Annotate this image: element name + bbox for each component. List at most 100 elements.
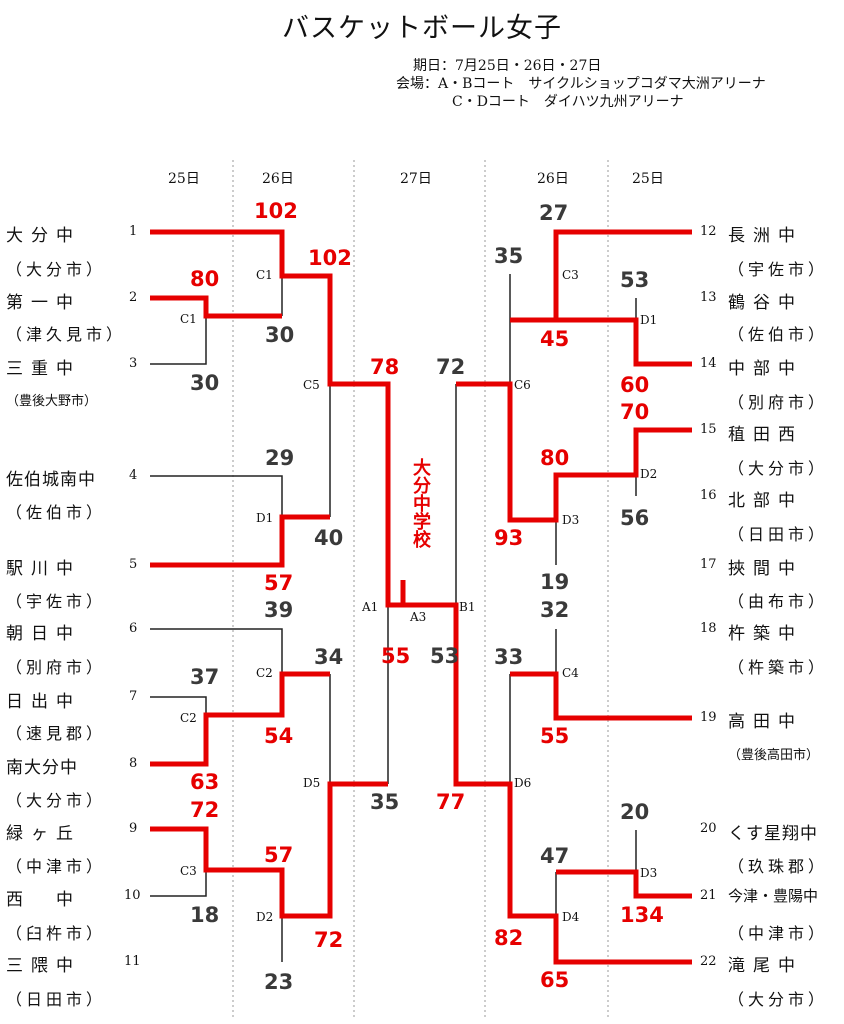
team-name-15: 稙田西 [728, 425, 803, 445]
score-c5: 78 [370, 355, 400, 379]
team-name-8: 南大分中 [6, 758, 78, 778]
seed-17: 17 [700, 557, 717, 572]
team-name-18: 杵築中 [728, 624, 803, 644]
team-city-16: （日田市） [728, 525, 829, 544]
score-team-2: 80 [190, 267, 220, 291]
score-team-9: 72 [190, 798, 220, 822]
team-name-10: 西 中 [6, 890, 81, 910]
seed-20: 20 [700, 821, 717, 836]
team-name-21: 今津・豊陽中 [728, 887, 819, 905]
info-venue: 会場：A・Bコート サイクルショップコダマ大洲アリーナ [396, 76, 766, 92]
team-name-14: 中部中 [728, 359, 803, 379]
match-label-c5: C5 [303, 378, 320, 392]
info-dates: 期日：7月25日・26日・27日 [413, 58, 602, 74]
score-d1: 40 [314, 526, 344, 550]
match-label-d5: D5 [303, 776, 321, 790]
seed-5: 5 [129, 557, 138, 572]
score-r-c3-loser: 35 [494, 244, 524, 268]
match-label-r-d4: D4 [562, 910, 580, 924]
seed-3: 3 [129, 356, 138, 371]
match-label-r-d3-first: D3 [640, 866, 658, 880]
seed-4: 4 [129, 468, 138, 483]
seed-18: 18 [700, 621, 717, 636]
team-name-1: 大分中 [6, 226, 81, 246]
score-c3: 57 [264, 843, 294, 867]
score-team-12: 27 [539, 201, 569, 225]
score-team-16: 56 [620, 506, 650, 530]
match-label-c3: C3 [180, 864, 197, 878]
team-city-14: （別府市） [728, 393, 829, 412]
team-name-12: 長洲中 [728, 226, 803, 246]
team-city-12: （宇佐市） [728, 260, 829, 279]
score-c6: 72 [436, 355, 466, 379]
team-name-19: 高田中 [728, 712, 803, 732]
day-header-right-25: 25日 [632, 171, 664, 187]
champion-label: 大分中学校 [410, 458, 431, 548]
seed-16: 16 [700, 488, 717, 503]
team-name-22: 滝尾中 [728, 956, 803, 976]
info-venue-2: C・Dコート ダイハツ九州アリーナ [452, 94, 684, 110]
seed-7: 7 [129, 689, 138, 704]
match-label-d2: D2 [256, 910, 274, 924]
day-header-left-26: 26日 [262, 171, 294, 187]
score-team-19: 55 [540, 724, 570, 748]
score-team-21: 134 [620, 903, 664, 927]
team-name-3: 三重中 [6, 359, 81, 379]
match-label-a3: A3 [410, 610, 427, 624]
team-name-4: 佐伯城南中 [6, 470, 96, 490]
team-city-4: （佐伯市） [6, 503, 107, 522]
score-r-d3: 93 [494, 526, 524, 550]
score-b1: 53 [430, 644, 460, 668]
seed-15: 15 [700, 422, 717, 437]
match-label-r-d1: D1 [640, 313, 658, 327]
seed-12: 12 [700, 224, 717, 239]
score-r-d4: 82 [494, 926, 524, 950]
seed-11: 11 [124, 954, 141, 969]
loser-paths [150, 232, 637, 962]
score-c2-loser: 34 [314, 645, 344, 669]
score-c4: 33 [494, 645, 524, 669]
team-city-20: （玖珠郡） [728, 857, 829, 876]
team-name-11: 三隈中 [6, 956, 81, 976]
score-team-3: 30 [190, 371, 220, 395]
match-label-c1: C1 [256, 268, 273, 282]
team-city-3: （豊後大野市） [6, 394, 98, 409]
score-d6: 77 [436, 790, 466, 814]
day-header-right-26: 26日 [537, 171, 569, 187]
score-team-14: 60 [620, 373, 650, 397]
team-city-9: （中津市） [6, 857, 107, 876]
team-city-8: （大分市） [6, 791, 107, 810]
team-name-5: 駅川中 [6, 559, 81, 579]
team-name-2: 第一中 [6, 293, 81, 313]
score-d5: 35 [370, 790, 400, 814]
score-team-7: 37 [190, 665, 220, 689]
seed-10: 10 [124, 888, 141, 903]
team-city-2: （津久見市） [6, 325, 127, 344]
score-team-4: 29 [265, 446, 295, 470]
team-name-13: 鶴谷中 [728, 293, 803, 313]
seed-19: 19 [700, 710, 717, 725]
match-label-r-c3: C3 [562, 268, 579, 282]
team-city-10: （臼杵市） [6, 924, 107, 943]
page-title: バスケットボール女子 [282, 13, 562, 44]
team-city-17: （由布市） [728, 592, 829, 611]
seed-21: 21 [700, 888, 717, 903]
seed-1: 1 [129, 224, 138, 239]
team-name-6: 朝日中 [6, 624, 81, 644]
score-team-5: 57 [264, 571, 294, 595]
seed-9: 9 [129, 821, 138, 836]
score-team-18: 32 [540, 598, 570, 622]
team-city-11: （日田市） [6, 990, 107, 1009]
score-team-22: 65 [540, 968, 570, 992]
match-label-d1: D1 [256, 511, 274, 525]
winner-paths [150, 229, 692, 965]
score-team-15: 70 [620, 400, 650, 424]
score-r-d3-first: 47 [540, 844, 570, 868]
match-label-r-c4: C4 [562, 666, 579, 680]
match-label-r-d3: D3 [562, 513, 580, 527]
score-team-10: 18 [190, 903, 220, 927]
score-team-17: 19 [540, 570, 570, 594]
match-label-r-d6: D6 [514, 776, 532, 790]
score-r-d2: 80 [540, 446, 570, 470]
team-name-17: 挾間中 [728, 559, 803, 579]
